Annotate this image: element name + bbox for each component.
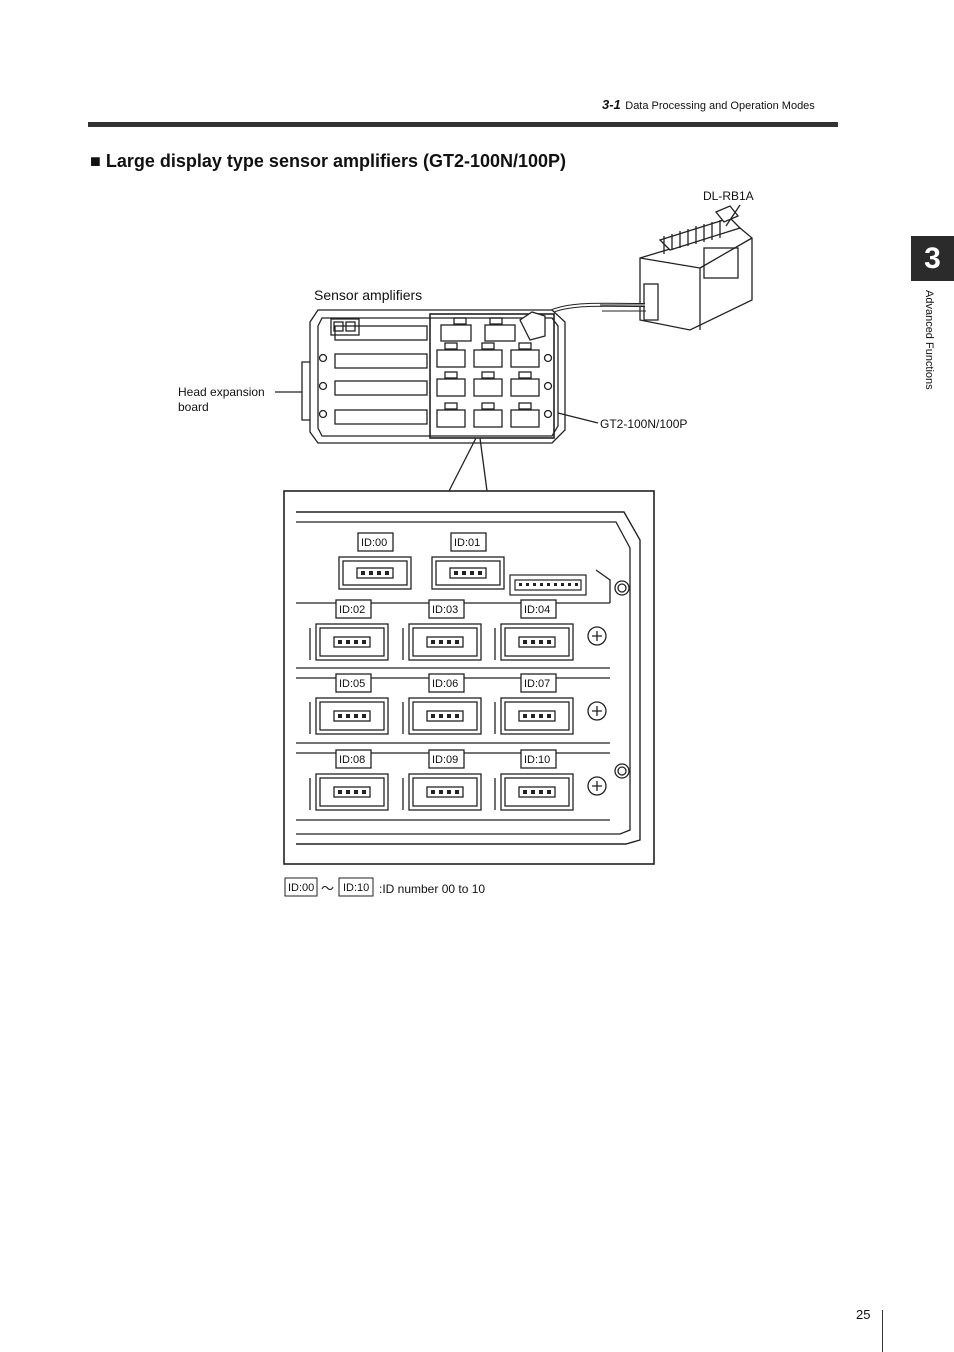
multi-pin-header <box>509 574 587 596</box>
connector-id-04: ID:04 <box>494 599 574 661</box>
section-title: Data Processing and Operation Modes <box>625 100 815 112</box>
id-label: ID:03 <box>432 604 458 616</box>
legend-tilde: ～ <box>321 881 334 896</box>
connector-id-06: ID:06 <box>402 673 482 735</box>
label-head-expansion-board: board <box>178 400 209 414</box>
id-label: ID:04 <box>524 604 550 616</box>
legend-id-start: ID:00 <box>288 882 314 894</box>
id-label: ID:06 <box>432 678 458 690</box>
connector-id-05: ID:05 <box>309 673 389 735</box>
label-gt2-100n: GT2-100N/100P <box>600 417 688 431</box>
connector-id-03: ID:03 <box>402 599 482 661</box>
id-label: ID:00 <box>361 537 387 549</box>
id-label: ID:08 <box>339 754 365 766</box>
id-label: ID:07 <box>524 678 550 690</box>
id-legend: ID:00 ～ ID:10 :ID number 00 to 10 <box>284 877 485 897</box>
connector-id-07: ID:07 <box>494 673 574 735</box>
header-rule <box>88 122 838 127</box>
section-number: 3-1 <box>602 97 621 112</box>
multi-pin-header-pins <box>519 583 578 586</box>
enlarged-view-frame <box>283 490 655 865</box>
id-label: ID:05 <box>339 678 365 690</box>
page-title: ■ Large display type sensor amplifiers (… <box>90 151 567 171</box>
connector-id-01: ID:01 <box>431 532 505 590</box>
connector-id-02: ID:02 <box>309 599 389 661</box>
page-number-rule <box>882 1310 883 1352</box>
id-label: ID:02 <box>339 604 365 616</box>
label-dl-rb1a: DL-RB1A <box>703 189 754 203</box>
chapter-tab: 3 <box>911 236 954 281</box>
legend-id-end: ID:10 <box>343 882 369 894</box>
page-number: 25 <box>856 1307 871 1322</box>
chapter-side-label: Advanced Functions <box>923 290 935 390</box>
label-head-expansion: Head expansion <box>178 385 265 399</box>
connector-id-09: ID:09 <box>402 749 482 811</box>
connector-id-00: ID:00 <box>338 532 412 590</box>
connector-id-10: ID:10 <box>494 749 574 811</box>
label-sensor-amplifiers: Sensor amplifiers <box>314 287 423 303</box>
sensor-housing <box>275 309 599 444</box>
id-label: ID:01 <box>454 537 480 549</box>
dl-rb1a-unit <box>639 204 753 331</box>
running-header: 3-1 Data Processing and Operation Modes <box>602 96 815 114</box>
id-label: ID:09 <box>432 754 458 766</box>
connector-id-08: ID:08 <box>309 749 389 811</box>
legend-description: :ID number 00 to 10 <box>379 882 485 896</box>
id-label: ID:10 <box>524 754 550 766</box>
